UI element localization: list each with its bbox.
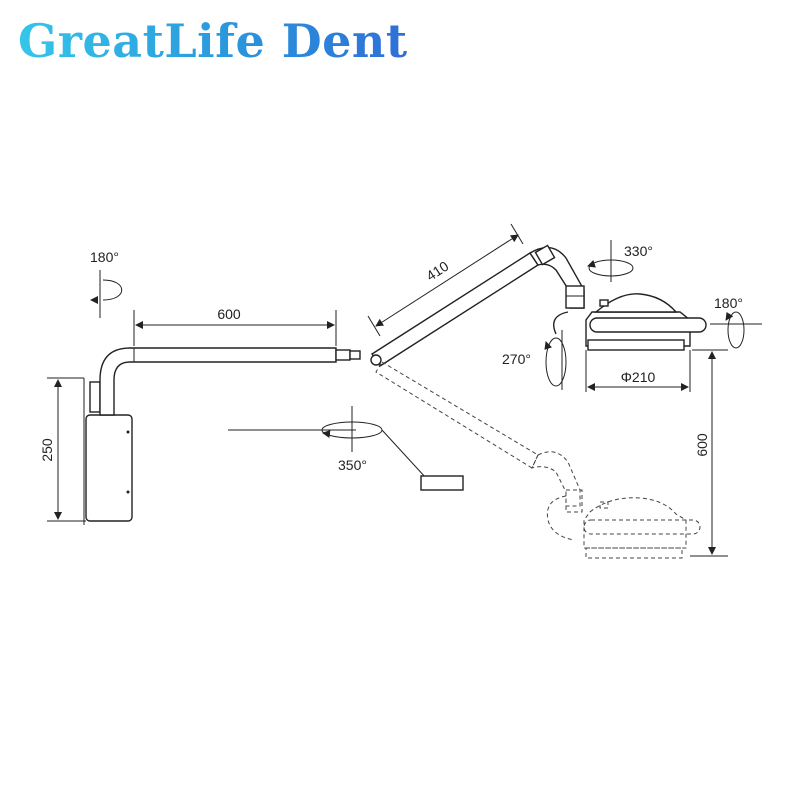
brand-logo: GreatLife Dent <box>18 14 408 68</box>
mount-height-dimension: 250 <box>39 377 86 522</box>
wall-joint-rotation: 180° <box>90 249 123 318</box>
horizontal-arm <box>99 347 361 416</box>
lowered-position-outline <box>375 361 701 559</box>
head-tilt-rotation-label: 270° <box>502 351 531 367</box>
head-side-rotation-label: 180° <box>714 295 743 311</box>
wall-joint-rotation-label: 180° <box>90 249 119 265</box>
head-tilt-rotation: 270° <box>502 330 567 390</box>
arm-length-label: 600 <box>217 306 241 322</box>
head-side-rotation: 180° <box>710 295 762 349</box>
mount-height-label: 250 <box>39 438 55 462</box>
vertical-travel-label: 600 <box>694 433 710 457</box>
vertical-travel-dimension: 600 <box>690 349 728 557</box>
head-vertical-rotation: 330° <box>587 240 653 282</box>
arm-length-dimension: 600 <box>133 306 337 346</box>
upper-arm <box>370 244 585 367</box>
head-diameter-dimension: Φ210 <box>585 350 691 392</box>
head-vertical-rotation-label: 330° <box>624 243 653 259</box>
arm-joint-rotation: 350° <box>228 406 464 491</box>
arm-joint-rotation-label: 350° <box>338 457 367 473</box>
head-diameter-label: Φ210 <box>621 369 656 385</box>
lamp-head <box>553 293 707 351</box>
